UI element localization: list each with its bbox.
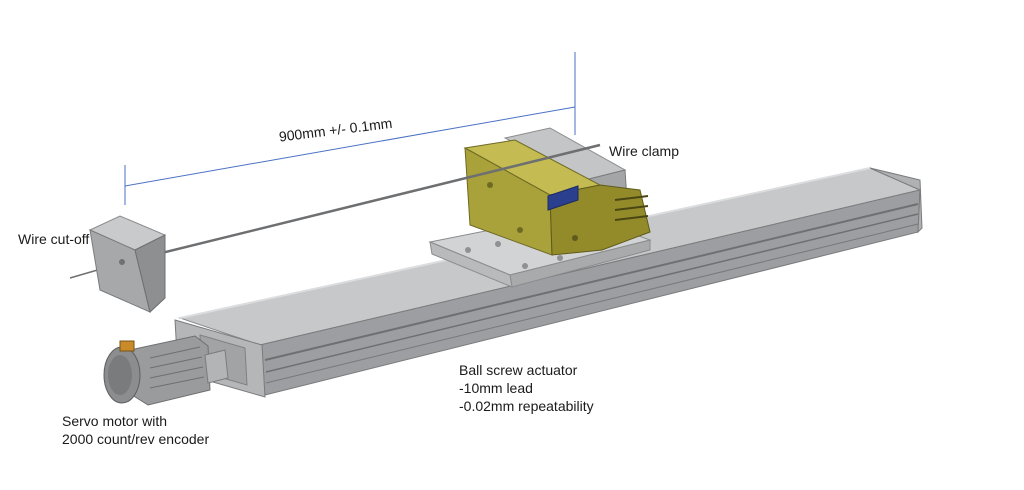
servo-motor-title: Servo motor with — [62, 413, 168, 429]
dimension-line — [124, 106, 576, 187]
servo-encoder-spec: 2000 count/rev encoder — [62, 431, 210, 447]
wire-clamp — [463, 127, 651, 256]
ball-screw-lead: -10mm lead — [459, 380, 533, 396]
servo-motor — [103, 335, 229, 406]
wire-cutoff-label: Wire cut-off — [18, 231, 90, 247]
ball-screw-repeatability: -0.02mm repeatability — [459, 398, 594, 414]
wire — [124, 143, 601, 264]
ball-screw-title: Ball screw actuator — [459, 362, 578, 378]
dimension-indicator — [124, 52, 576, 205]
servo-motor-label: Servo motor with 2000 count/rev encoder — [62, 412, 209, 448]
wire-clamp-label: Wire clamp — [609, 143, 680, 159]
wire-cutoff-block — [88, 215, 167, 313]
ball-screw-label: Ball screw actuator -10mm lead -0.02mm r… — [459, 361, 594, 415]
